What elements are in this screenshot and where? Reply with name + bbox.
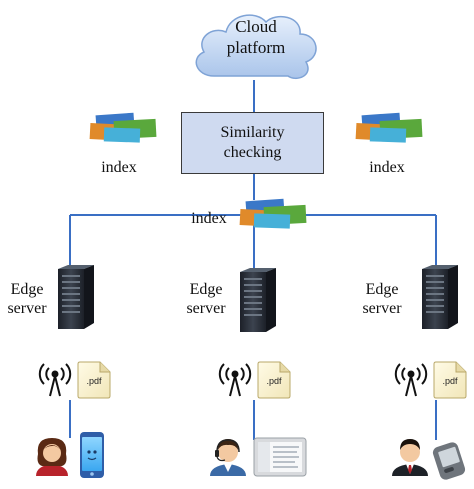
server-icon — [58, 265, 94, 329]
cloud-icon — [195, 14, 317, 80]
wireless-tower-icon — [38, 363, 72, 397]
edge-server-label-line1: Edge — [189, 281, 223, 298]
edge-server-label-left: Edge server — [0, 280, 54, 318]
index-cards-icon — [355, 112, 423, 143]
pdf-file-icon: .pdf — [257, 361, 291, 399]
pdf-file-label: .pdf — [86, 376, 102, 386]
wireless-tower-icon — [218, 363, 252, 397]
edge-server-label-middle: Edge server — [178, 280, 234, 318]
pda-icon — [432, 442, 466, 480]
cloud-platform-label-line2: platform — [226, 38, 286, 57]
cloud-platform-label: Cloud platform — [200, 16, 312, 58]
similarity-checking-line2: checking — [223, 144, 282, 161]
server-icon — [422, 265, 458, 329]
similarity-checking-line1: Similarity — [220, 124, 285, 141]
edge-server-label-line2: server — [362, 300, 402, 317]
index-label-left: index — [101, 159, 137, 176]
pdf-file-icon: .pdf — [77, 361, 111, 399]
male-user-icon — [210, 439, 246, 476]
pdf-file-label: .pdf — [442, 376, 458, 386]
index-cards-icon — [89, 112, 157, 143]
pdf-file-label: .pdf — [266, 376, 282, 386]
index-label-right: index — [369, 159, 405, 176]
female-user-icon — [36, 438, 68, 476]
pdf-file-icon: .pdf — [433, 361, 467, 399]
edge-server-label-line2: server — [186, 300, 226, 317]
male-user-icon — [392, 439, 428, 476]
index-cards-icon — [239, 198, 307, 229]
edge-server-label-line1: Edge — [365, 281, 399, 298]
server-icon — [240, 268, 276, 332]
similarity-checking-box: Similarity checking — [181, 112, 324, 174]
cloud-platform-label-line1: Cloud — [235, 17, 277, 36]
wireless-tower-icon — [394, 363, 428, 397]
index-label-center: index — [191, 210, 227, 227]
tablet-icon — [253, 437, 307, 477]
edge-server-label-line1: Edge — [10, 281, 44, 298]
smartphone-icon — [80, 432, 104, 478]
edge-server-label-line2: server — [7, 300, 47, 317]
edge-server-label-right: Edge server — [354, 280, 410, 318]
